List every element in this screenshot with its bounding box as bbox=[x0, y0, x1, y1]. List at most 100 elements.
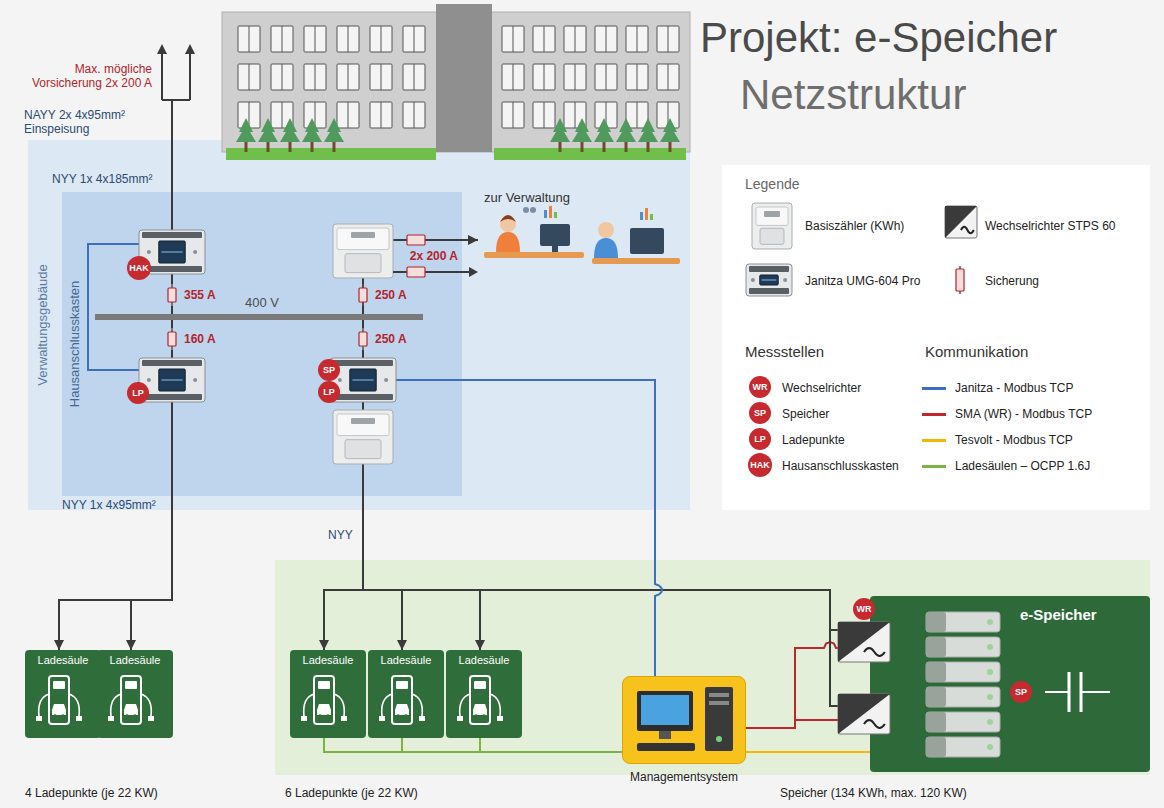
drawing-part bbox=[457, 716, 463, 721]
drawing-part bbox=[668, 26, 669, 52]
drawing-part bbox=[318, 714, 322, 718]
connector bbox=[171, 350, 173, 358]
drawing-part bbox=[165, 328, 179, 350]
drawing-part bbox=[315, 26, 316, 52]
node-label: 160 A bbox=[184, 332, 216, 346]
node-label: Managementsystem bbox=[630, 770, 738, 784]
drawing-part bbox=[271, 26, 293, 52]
drawing-part bbox=[236, 118, 256, 142]
drawing-part bbox=[838, 622, 890, 662]
fuse-symbol: 250 A bbox=[356, 284, 407, 306]
drawing-part bbox=[660, 118, 680, 142]
drawing-part bbox=[594, 118, 614, 142]
fuse-symbol: 250 A bbox=[356, 328, 407, 350]
node-label: Ladesäule bbox=[97, 650, 173, 666]
drawing-part bbox=[595, 64, 617, 90]
meter-device: HAK bbox=[139, 230, 205, 274]
connector bbox=[480, 738, 622, 752]
node-label: HAK bbox=[127, 256, 151, 280]
drawing-part bbox=[111, 694, 152, 716]
drawing-part bbox=[838, 622, 890, 662]
node-label: WR bbox=[853, 598, 875, 620]
drawing-part bbox=[350, 369, 376, 391]
node-label: LP bbox=[127, 382, 149, 404]
drawing-part bbox=[124, 704, 138, 715]
drawing-part bbox=[337, 64, 359, 90]
annotation-label: NYY bbox=[328, 528, 353, 542]
connector bbox=[171, 306, 173, 314]
drawing-part bbox=[564, 26, 586, 52]
connector bbox=[402, 738, 622, 752]
badge-label: HAK bbox=[748, 453, 772, 477]
drawing-part bbox=[987, 744, 993, 750]
drawing-part bbox=[238, 64, 260, 90]
drawing-part bbox=[575, 26, 576, 52]
drawing-part bbox=[333, 360, 393, 366]
drawing-part bbox=[637, 743, 695, 751]
drawing-part bbox=[125, 714, 129, 718]
drawing-part bbox=[142, 266, 202, 272]
drawing-part bbox=[961, 227, 974, 233]
legend-text: Sicherung bbox=[985, 274, 1039, 288]
legend-swatch bbox=[922, 413, 946, 416]
drawing-part bbox=[338, 378, 342, 382]
legend-text: Tesvolt - Modbus TCP bbox=[955, 433, 1073, 447]
drawing-part bbox=[513, 26, 514, 52]
node-label: zur Verwaltung bbox=[478, 188, 686, 207]
drawing-part bbox=[598, 222, 614, 238]
drawing-part bbox=[760, 228, 784, 244]
drawing-part bbox=[640, 212, 643, 220]
drawing-part bbox=[749, 288, 789, 294]
drawing-part bbox=[987, 619, 993, 625]
drawing-part bbox=[53, 714, 57, 718]
legend-text: SMA (WR) - Modbus TCP bbox=[955, 407, 1092, 421]
drawing-part bbox=[76, 716, 82, 721]
annotation-label: NAYY 2x 4x95mm² Einspeisung bbox=[24, 108, 130, 137]
drawing-part bbox=[795, 719, 838, 721]
drawing-part bbox=[606, 64, 607, 90]
drawing-part bbox=[544, 64, 545, 90]
drawing-part bbox=[626, 26, 648, 52]
drawing-part bbox=[304, 26, 326, 52]
connector bbox=[362, 320, 364, 328]
drawing-part bbox=[352, 380, 373, 381]
annotation-label: 4 Ladepunkte (je 22 KW) bbox=[25, 786, 158, 800]
connector bbox=[171, 320, 173, 328]
drawing-part bbox=[185, 44, 195, 54]
region-band: HausanschlusskastenHAK355 A400 V160 ALP2… bbox=[62, 192, 462, 496]
drawing-part bbox=[359, 332, 367, 346]
drawing-part bbox=[436, 4, 492, 152]
drawing-part bbox=[337, 102, 359, 128]
drawing-part bbox=[575, 102, 576, 128]
drawing-part bbox=[864, 720, 885, 728]
drawing-part bbox=[645, 208, 648, 220]
drawing-part bbox=[616, 118, 636, 142]
drawing-part bbox=[381, 26, 382, 52]
drawing-part bbox=[926, 737, 1000, 757]
drawing-part bbox=[470, 676, 490, 724]
drawing-part bbox=[502, 102, 524, 128]
drawing-part bbox=[139, 358, 205, 402]
drawing-part bbox=[403, 102, 425, 128]
drawing-part bbox=[549, 206, 552, 218]
drawing-part bbox=[381, 102, 382, 128]
drawing-part bbox=[159, 369, 185, 391]
drawing-part bbox=[61, 714, 65, 718]
drawing-part bbox=[637, 102, 638, 128]
badge-label: LP bbox=[749, 428, 771, 450]
region-band: VerwaltungsgebäudeHausanschlusskastenHAK… bbox=[28, 140, 690, 510]
drawing-part bbox=[348, 26, 349, 52]
drawing-part bbox=[623, 677, 747, 765]
drawing-part bbox=[345, 254, 381, 273]
drawing-part bbox=[838, 694, 890, 734]
drawing-part bbox=[53, 681, 65, 689]
drawing-part bbox=[330, 358, 396, 402]
drawing-part bbox=[348, 64, 349, 90]
node-label: Ladesäule bbox=[25, 650, 101, 666]
drawing-part bbox=[314, 676, 334, 724]
drawing-part bbox=[709, 693, 729, 697]
drawing-part bbox=[926, 637, 946, 657]
drawing-part bbox=[49, 676, 69, 724]
drawing-part bbox=[302, 118, 322, 142]
drawing-part bbox=[359, 288, 367, 302]
